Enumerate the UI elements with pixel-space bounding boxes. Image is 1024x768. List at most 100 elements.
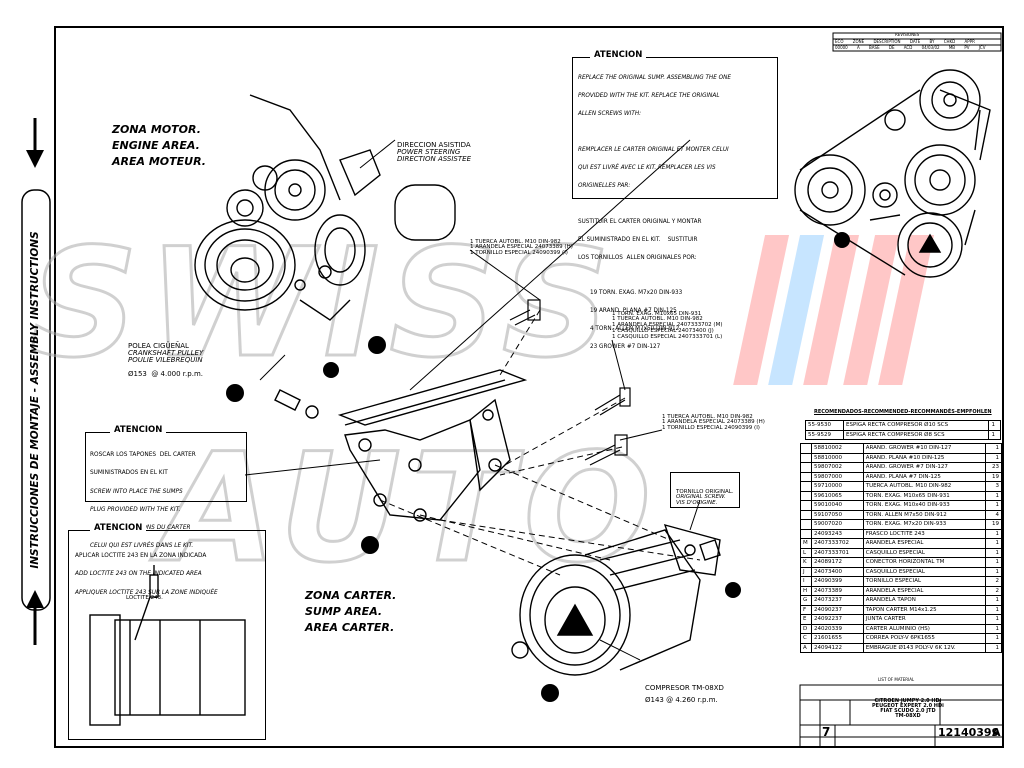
table-cell: 59807002 xyxy=(811,462,864,473)
table-cell: CARTER ALUMINIO (HS) xyxy=(862,623,987,634)
table-cell: 24089172 xyxy=(811,557,864,568)
table-cell: 1 xyxy=(985,443,1002,454)
bolts xyxy=(509,299,631,466)
table-cell: 24090237 xyxy=(811,604,864,615)
atencion-low-box xyxy=(68,530,266,740)
down-arrow-icon xyxy=(26,118,44,168)
revision-letter: A xyxy=(992,726,1001,739)
table-cell: TORNILLO ESPECIAL xyxy=(862,576,987,587)
callout-dots xyxy=(226,232,850,702)
table-cell: 1 xyxy=(985,452,1002,463)
table-cell: 59610065 xyxy=(811,490,864,501)
screw-note: TORNILLO ORIGINAL.ORIGINAL SCREW.VIS D'O… xyxy=(676,488,734,507)
table-cell: FRASCO LOCTITE 243 xyxy=(862,528,987,539)
atencion-low-text: APLICAR LOCTITE 243 EN LA ZONA INDICADA … xyxy=(75,553,218,596)
table-cell: I xyxy=(800,576,812,587)
table-cell: H xyxy=(800,585,812,596)
parts-header: RECOMENDADOS-RECOMMENDED-RECOMMANDÉS-EMP… xyxy=(814,409,992,415)
table-cell xyxy=(800,519,812,530)
revision-row: 00000 A BASE DE ACD 04/03/02 MB PV JCV xyxy=(835,45,986,50)
table-cell: JUNTA CARTER xyxy=(862,614,987,625)
table-cell xyxy=(800,462,812,473)
table-cell: CORREA POLY-V 6PK1655 xyxy=(862,633,987,644)
title-block xyxy=(799,684,1004,748)
table-cell: 19 xyxy=(985,519,1002,530)
loctite-drawing xyxy=(89,565,246,726)
table-cell: TORN. EXAG. M10x40 DIN-933 xyxy=(862,500,987,511)
table-cell: F xyxy=(800,604,812,615)
table-cell xyxy=(800,528,812,539)
compressor-drawing xyxy=(511,523,721,676)
atencion-mid-title: ATENCION xyxy=(110,425,167,435)
table-cell: A xyxy=(800,642,812,653)
table-cell: 24073237 xyxy=(811,595,864,606)
table-cell: 58810002 xyxy=(811,443,864,454)
table-cell: 24092237 xyxy=(811,614,864,625)
table-cell: 24020339 xyxy=(811,623,864,634)
table-cell: ARAND. GROWER #7 DIN-127 xyxy=(862,462,987,473)
table-cell: EMBRAGUE Ø143 POLY-V 6K 12V. xyxy=(862,642,987,653)
watermark-flag xyxy=(733,235,935,385)
table-cell: 1 xyxy=(985,538,1002,549)
belt-routing-drawing xyxy=(794,69,991,278)
table-cell: CASQUILLO ESPECIAL xyxy=(862,547,987,558)
loctite-label: LOCTITE 243. xyxy=(126,595,163,601)
table-cell: ARAND. PLANA #10 DIN-125 xyxy=(862,452,987,463)
sump-area-label: ZONA CARTER.SUMP AREA.AREA CARTER. xyxy=(305,589,397,634)
table-cell: 4 xyxy=(985,509,1002,520)
revision-cols: ECO ZONE DESCRIPTION DATE BY CHKD APPR xyxy=(835,39,975,44)
table-cell: 23 xyxy=(985,462,1002,473)
up-arrow-icon xyxy=(26,590,44,645)
table-cell xyxy=(800,471,812,482)
table-cell: ARANDELA TAPON xyxy=(862,595,987,606)
table-cell: CASQUILLO ESPECIAL xyxy=(862,566,987,577)
table-cell: 19 xyxy=(985,471,1002,482)
table-cell: 1 xyxy=(985,566,1002,577)
table-cell: 21601655 xyxy=(811,633,864,644)
list-label: LIST OF MATERIAL xyxy=(878,677,915,682)
table-cell: 24073389 xyxy=(811,585,864,596)
table-cell: E xyxy=(800,614,812,625)
table-cell: G xyxy=(800,595,812,606)
table-cell: 2407333701 xyxy=(811,547,864,558)
table-cell: TORN. EXAG. M10x65 DIN-931 xyxy=(862,490,987,501)
atencion-low-title: ATENCION xyxy=(90,523,147,533)
table-cell: 59807000 xyxy=(811,471,864,482)
table-cell: 1 xyxy=(985,614,1002,625)
table-cell: 59107050 xyxy=(811,509,864,520)
table-cell: 2 xyxy=(985,585,1002,596)
table-cell: 2 xyxy=(985,576,1002,587)
sheet-number: 7 xyxy=(822,725,831,739)
table-cell: 24073400 xyxy=(811,566,864,577)
revision-header: REVISIONES xyxy=(895,32,920,37)
table-cell: 1 xyxy=(985,623,1002,634)
table-cell: TAPON CARTER M14x1.25 xyxy=(862,604,987,615)
drawing-frame xyxy=(54,26,1004,748)
table-cell: TORN. EXAG. M7x20 DIN-933 xyxy=(862,519,987,530)
table-cell: K xyxy=(800,557,812,568)
table-cell xyxy=(800,443,812,454)
table-cell: 3 xyxy=(985,481,1002,492)
table-cell: J xyxy=(800,566,812,577)
table-cell xyxy=(800,490,812,501)
